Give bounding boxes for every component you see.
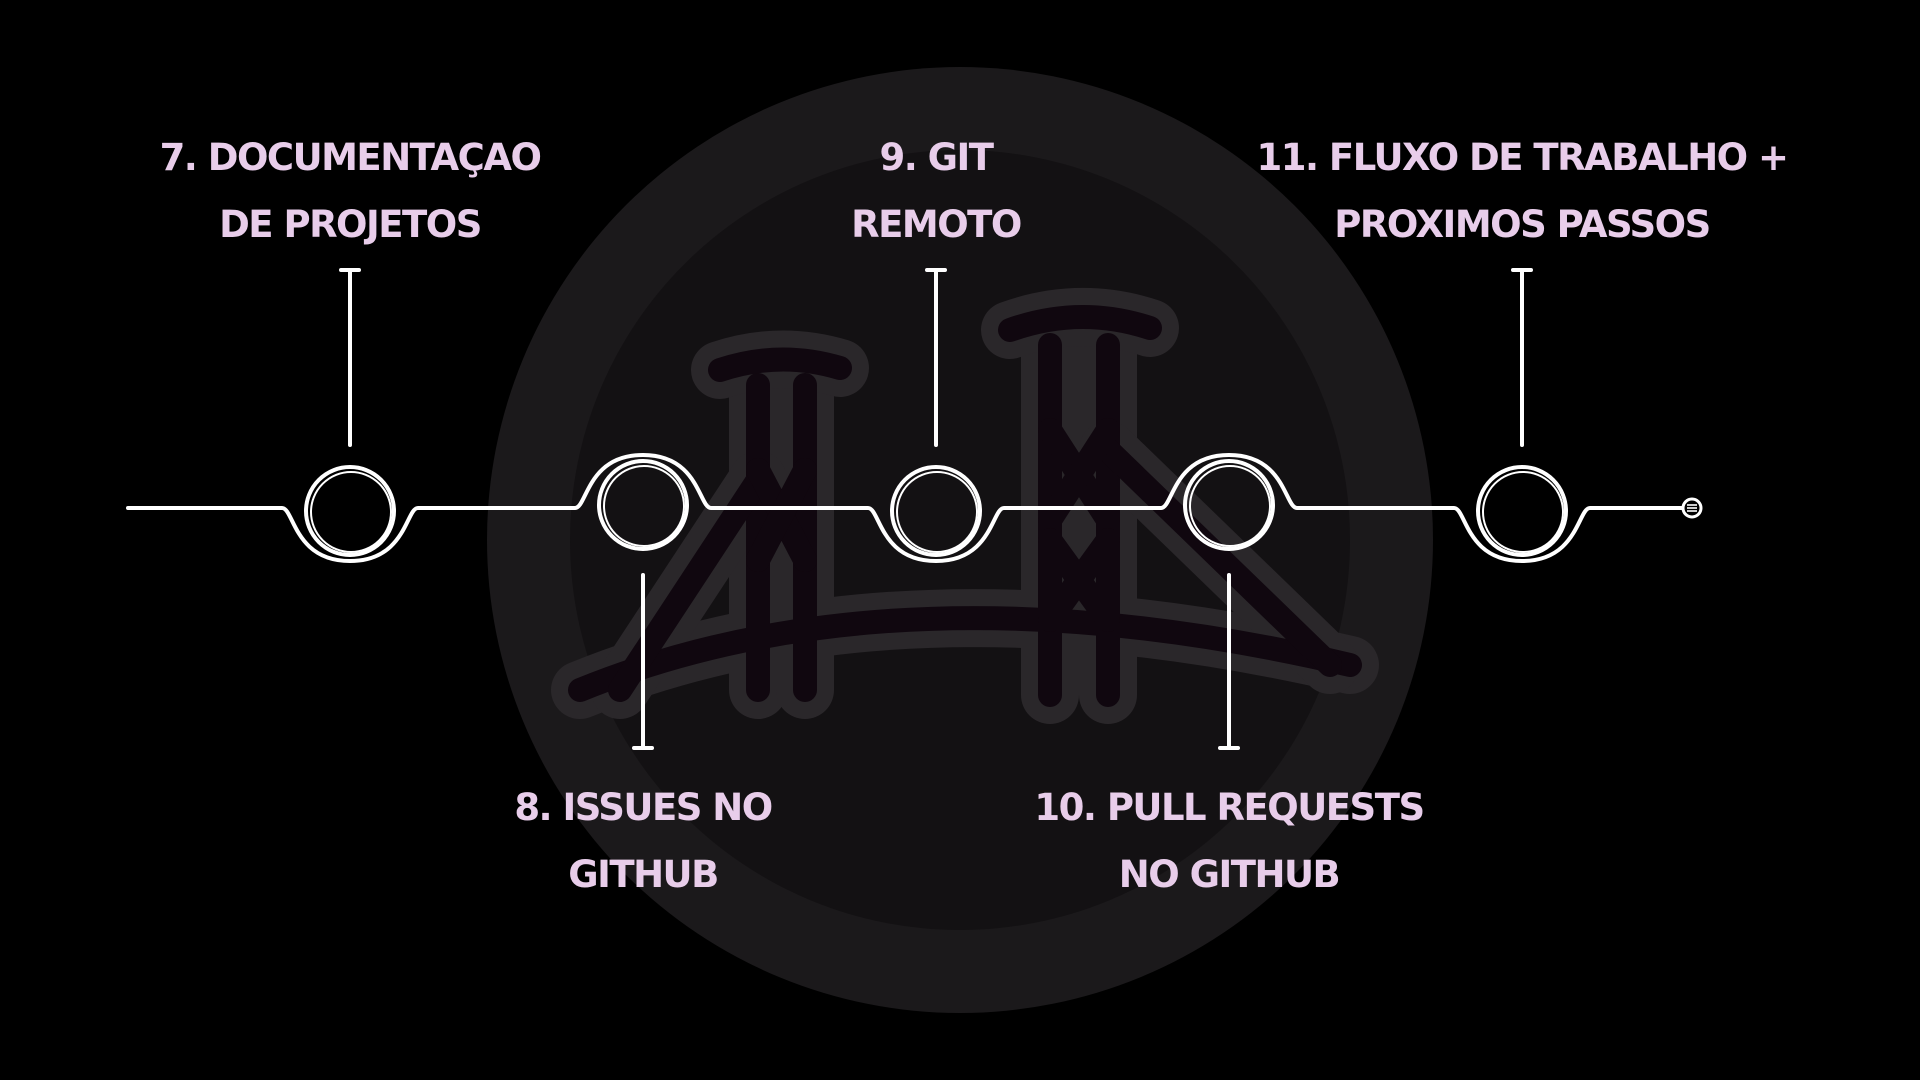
milestone-label: 7. DOCUMENTAÇAO DE PROJETOS: [40, 124, 660, 258]
milestone-connector: [1218, 573, 1240, 750]
milestone-circle-inner: [310, 471, 392, 553]
milestone-label-line: 8. ISSUES NO: [514, 786, 773, 829]
milestone-circle-inner: [603, 465, 685, 547]
milestone-circle: [304, 465, 396, 557]
milestone-circle: [597, 459, 689, 551]
milestone-label-line: 11. FLUXO DE TRABALHO +: [1256, 136, 1790, 179]
milestone-label-line: 10. PULL REQUESTS: [1034, 786, 1425, 829]
milestone-node: [890, 268, 982, 557]
milestone-label-line: GITHUB: [568, 853, 719, 896]
milestone-label: 8. ISSUES NO GITHUB: [333, 774, 953, 908]
timeline: [126, 268, 1703, 750]
milestone-node: [1183, 459, 1275, 750]
milestone-circle-inner: [1189, 465, 1271, 547]
milestone-circle-inner: [896, 471, 978, 553]
watermark-logo: [487, 67, 1433, 1013]
milestone-connector: [1511, 268, 1533, 447]
milestone-label: 10. PULL REQUESTS NO GITHUB: [919, 774, 1539, 908]
menu-lines-icon: [1670, 497, 1703, 519]
milestone-circle: [1183, 459, 1275, 551]
milestone-circle-inner: [1482, 471, 1564, 553]
milestone-connector: [632, 573, 654, 750]
milestone-circle: [1476, 465, 1568, 557]
milestone-label: 9. GIT REMOTO: [626, 124, 1246, 258]
milestone-node: [597, 459, 689, 750]
milestone-node: [304, 268, 396, 557]
milestone-label-line: REMOTO: [851, 203, 1022, 246]
milestone-label-line: NO GITHUB: [1118, 853, 1341, 896]
milestone-label: 11. FLUXO DE TRABALHO + PROXIMOS PASSOS: [1212, 124, 1832, 258]
milestone-connector: [339, 268, 361, 447]
milestone-circle: [890, 465, 982, 557]
bridge-logo-icon: [551, 287, 1379, 724]
milestone-connector: [925, 268, 947, 447]
milestone-node: [1476, 268, 1568, 557]
timeline-line: [126, 453, 1672, 563]
milestone-label-line: 9. GIT: [879, 136, 994, 179]
milestone-label-line: DE PROJETOS: [219, 203, 482, 246]
milestone-label-line: PROXIMOS PASSOS: [1334, 203, 1711, 246]
milestone-label-line: 7. DOCUMENTAÇAO: [159, 136, 542, 179]
